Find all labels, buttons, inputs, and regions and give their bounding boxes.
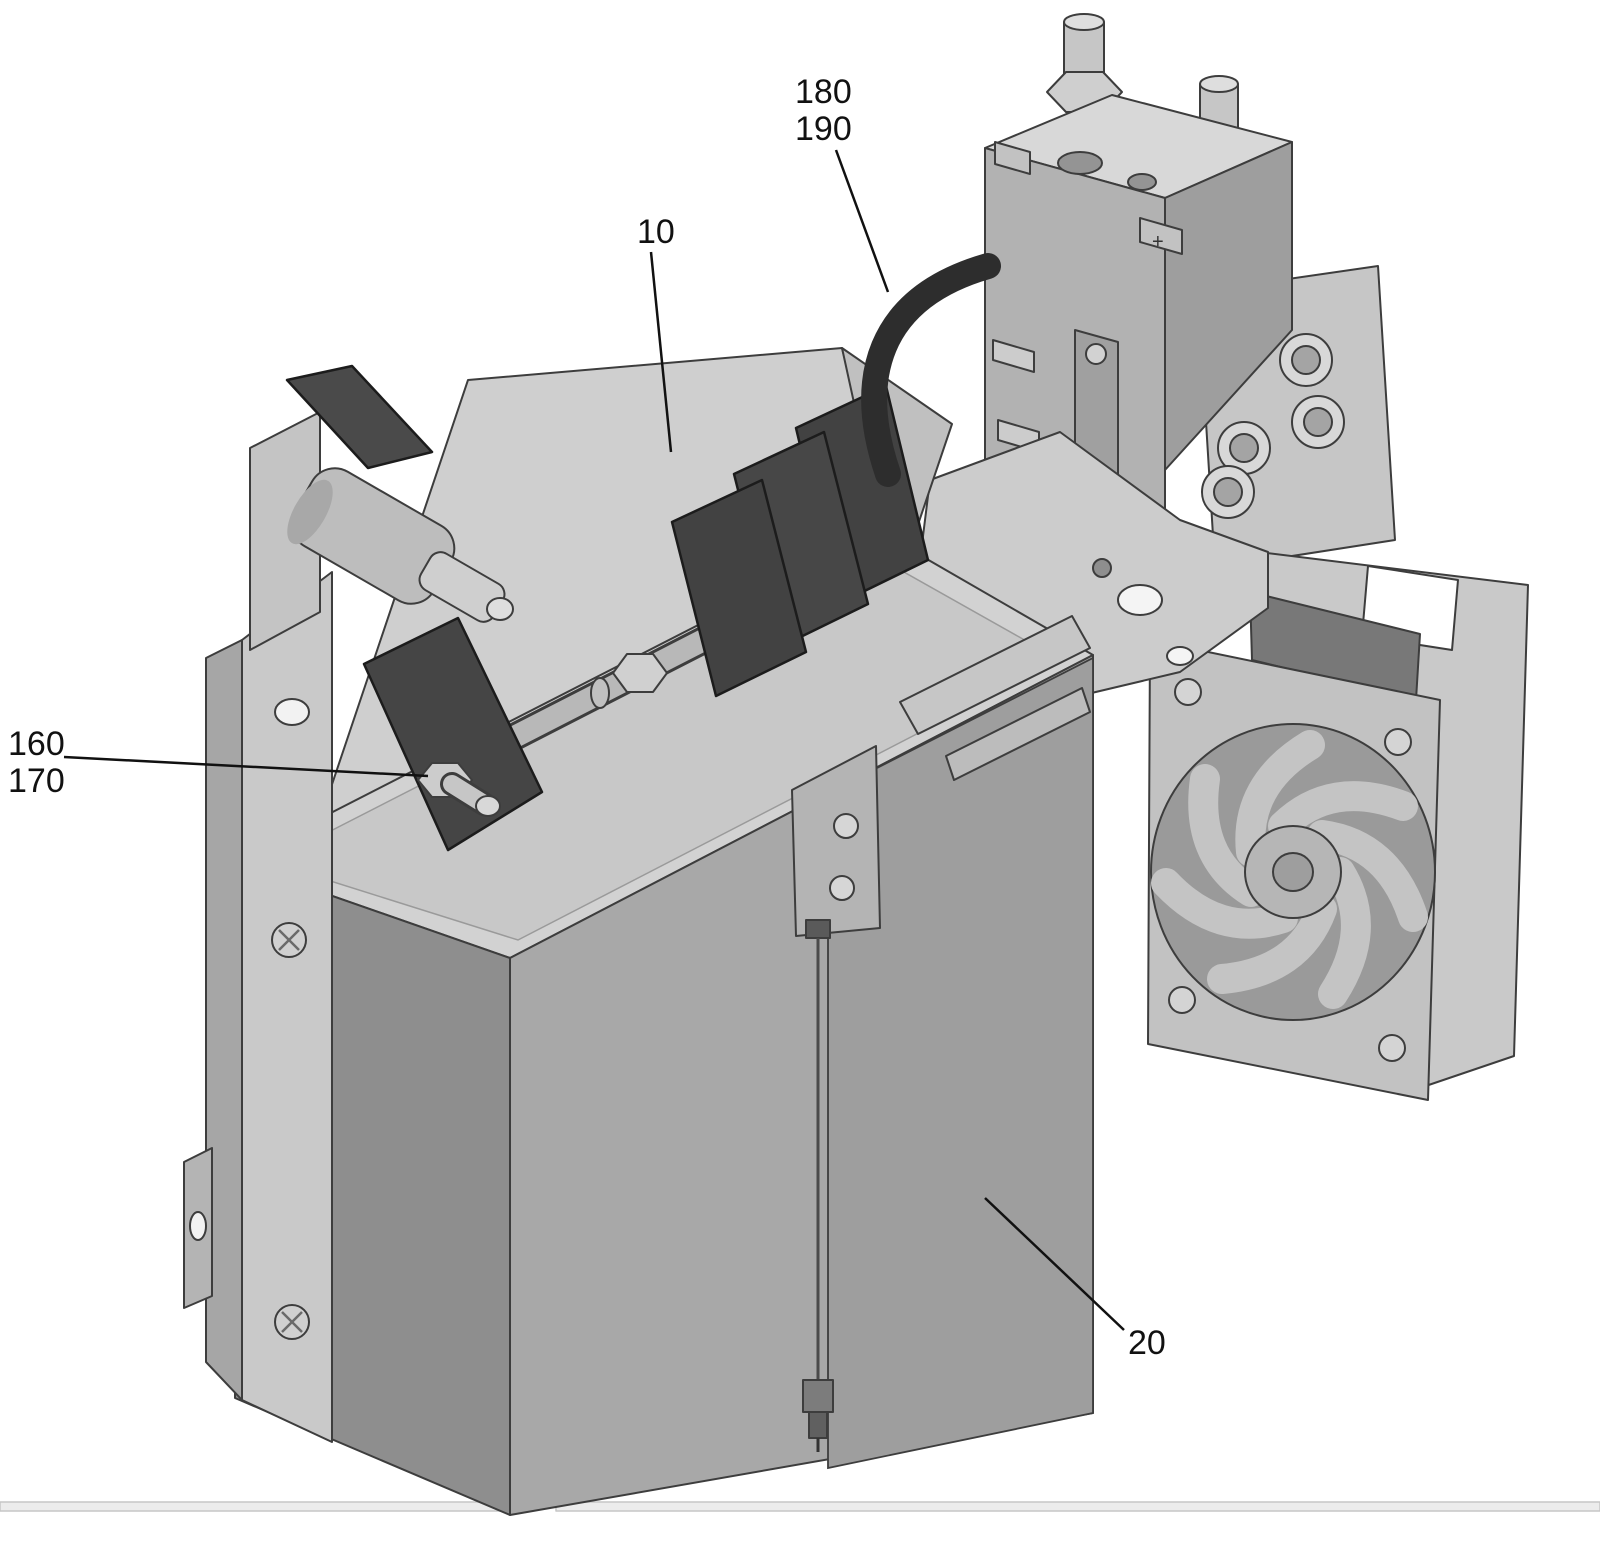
callout-10: 10 (637, 213, 675, 453)
fan-blade (1188, 764, 1266, 907)
callout-20-label: 20 (1128, 1324, 1166, 1362)
solenoid (249, 364, 514, 651)
callout-20-leader (984, 1197, 1125, 1331)
screw-cross (281, 1311, 303, 1333)
fan-blades (1151, 730, 1428, 1009)
cooling-fan (1147, 549, 1529, 1101)
rod-washer (590, 677, 610, 709)
polarity-tag-negative (994, 141, 1031, 175)
terminal-stud-cap (1063, 13, 1105, 31)
rod-hex-nut (612, 653, 668, 693)
fan-blade (1151, 868, 1298, 939)
ground-lines (0, 1501, 1600, 1512)
wire-connector-body (802, 1379, 834, 1413)
polarity-plus-mark: + (1152, 231, 1164, 253)
clamp-screw (829, 875, 855, 901)
solenoid-lever (285, 364, 434, 470)
screw-cross (278, 929, 300, 951)
wire-clip (805, 919, 831, 939)
solenoid-plunger-tip (486, 597, 514, 621)
module-20 (827, 656, 1094, 1470)
socket-connector (1291, 395, 1345, 449)
clamp-bracket (791, 745, 881, 937)
terminal-stud-cap (1199, 75, 1239, 93)
fan-hub-center (1272, 852, 1314, 892)
fan-corner-screw (1384, 728, 1412, 756)
ground-line-left (0, 1501, 521, 1512)
callout-180-190-leader (834, 149, 890, 293)
contactor-top-hole (1127, 173, 1157, 191)
clamp-screw (833, 813, 859, 839)
solenoid-end-ring (287, 479, 333, 545)
callout-180-190: 180 190 (795, 73, 890, 293)
fan-corner-screw (1168, 986, 1196, 1014)
callout-160-label: 160 (8, 725, 65, 763)
module-front-face (827, 656, 1094, 1470)
fan-blade (1307, 820, 1428, 932)
callouts: 10 180 190 160 170 20 (8, 73, 1166, 1362)
hanging-wire (802, 919, 834, 1452)
power-cable (861, 253, 1001, 487)
socket-connector (1279, 333, 1333, 387)
callout-10-label: 10 (637, 213, 675, 251)
fan-blade (1318, 857, 1371, 1009)
callout-180-label: 180 (795, 73, 852, 111)
junction-plate-screw (1092, 558, 1112, 578)
callout-20: 20 (984, 1197, 1166, 1362)
spade-terminal (992, 339, 1035, 373)
ground-line-right (555, 1501, 1600, 1512)
socket-connector (1201, 465, 1255, 519)
terminal-assembly (362, 384, 930, 852)
bracket-hole (274, 698, 310, 726)
junction-plate-hole (1117, 584, 1163, 616)
insulator-plate (362, 616, 544, 852)
callout-190-label: 190 (795, 110, 852, 148)
polarity-tag-positive (1139, 217, 1183, 255)
fan-corner-screw (1378, 1034, 1406, 1062)
strap-screw (1085, 343, 1107, 365)
socket-connector (1217, 421, 1271, 475)
callout-160-170-leader (63, 755, 429, 778)
fan-corner-screw (1174, 678, 1202, 706)
fan-blade (1207, 894, 1337, 994)
contactor-top-hole (1057, 151, 1103, 175)
socket-inner (1213, 477, 1243, 507)
cable-180-190 (861, 253, 1001, 487)
socket-inner (1291, 345, 1321, 375)
socket-inner (1229, 433, 1259, 463)
bracket-tab-hole (189, 1211, 207, 1241)
left-bracket (183, 571, 333, 1443)
fan-blade (1235, 730, 1325, 867)
clamp-strip (945, 687, 1091, 781)
insulator-plate (670, 478, 808, 698)
terminal-stud-tip (475, 795, 501, 817)
junction-plate-hole (1166, 646, 1194, 666)
fan-blade (1268, 781, 1418, 841)
contactor-right-face (1164, 141, 1293, 471)
callout-160-170: 160 170 (8, 725, 429, 800)
top-clamp (791, 615, 1091, 937)
wire-connector-tip (808, 1411, 828, 1439)
solenoid-mount-plate (249, 411, 321, 651)
socket-inner (1303, 407, 1333, 437)
callout-170-label: 170 (8, 762, 65, 800)
callout-10-leader (649, 251, 673, 453)
clamp-strip (899, 615, 1091, 735)
